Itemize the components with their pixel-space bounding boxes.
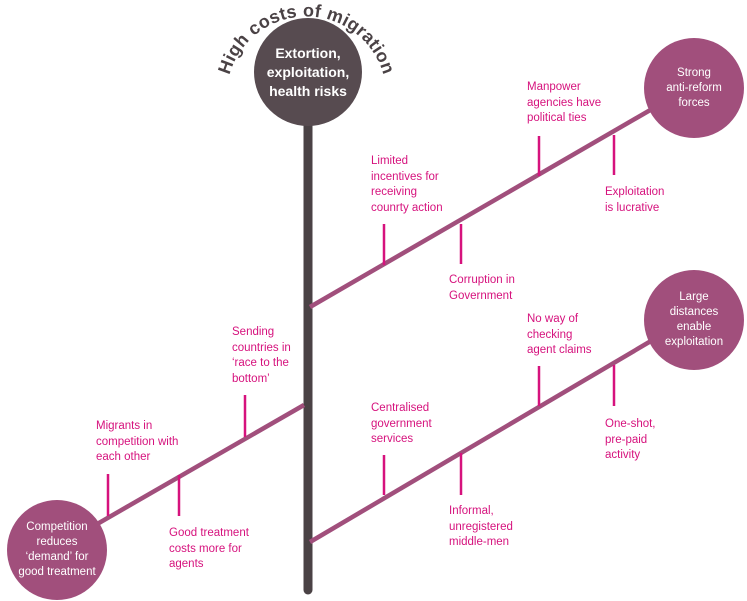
label-informal-middlemen: Informal, unregistered middle-men bbox=[449, 505, 513, 548]
top-node-label: Extortion, exploitation, health risks bbox=[266, 44, 350, 99]
label-sending-countries: Sending countries in ‘race to the bottom… bbox=[232, 326, 291, 385]
lower-right-node-circle bbox=[644, 270, 744, 370]
bottom-left-node-circle bbox=[7, 500, 107, 600]
top-node-circle bbox=[254, 18, 362, 126]
label-one-shot: One-shot, pre-paid activity bbox=[605, 418, 656, 461]
label-migrants-competition: Migrants in competition with each other bbox=[96, 420, 179, 463]
label-exploitation-lucrative: Exploitation is lucrative bbox=[605, 186, 665, 214]
upper-right-node-circle bbox=[644, 38, 744, 138]
lower-right-node-label: Large distances enable exploitation bbox=[664, 291, 724, 348]
upper-right-node-label: Strong anti-reform forces bbox=[666, 66, 722, 109]
label-good-treatment-costs: Good treatment costs more for agents bbox=[169, 527, 249, 570]
label-manpower-agencies: Manpower agencies have political ties bbox=[527, 81, 602, 124]
branch-upper-right bbox=[308, 85, 692, 309]
label-no-way-checking: No way of checking agent claims bbox=[527, 313, 592, 356]
branch-lower-right bbox=[308, 316, 692, 544]
bottom-left-node-label: Competition reduces ‘demand’ for good tr… bbox=[18, 521, 96, 578]
label-limited-incentives: Limited incentives for receiving counrty… bbox=[371, 155, 443, 214]
label-centralised-services: Centralised government services bbox=[371, 402, 432, 445]
label-corruption: Corruption in Government bbox=[449, 274, 515, 302]
